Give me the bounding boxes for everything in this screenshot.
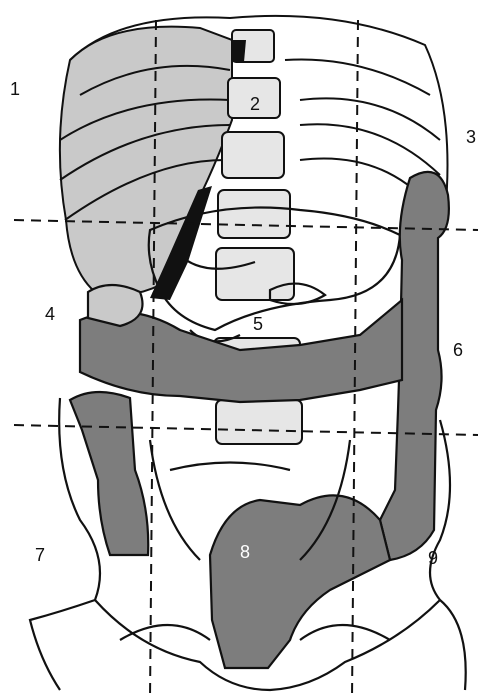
- region-label-7: 7: [35, 545, 45, 565]
- region-label-9: 9: [428, 548, 438, 568]
- region-label-3: 3: [466, 127, 476, 147]
- spine-dark-band: [232, 40, 246, 62]
- region-label-4: 4: [45, 304, 55, 324]
- region-label-5: 5: [253, 314, 263, 334]
- region-label-1: 1: [10, 79, 20, 99]
- region-label-2: 2: [250, 94, 260, 114]
- region-label-8: 8: [240, 542, 250, 562]
- region-label-6: 6: [453, 340, 463, 360]
